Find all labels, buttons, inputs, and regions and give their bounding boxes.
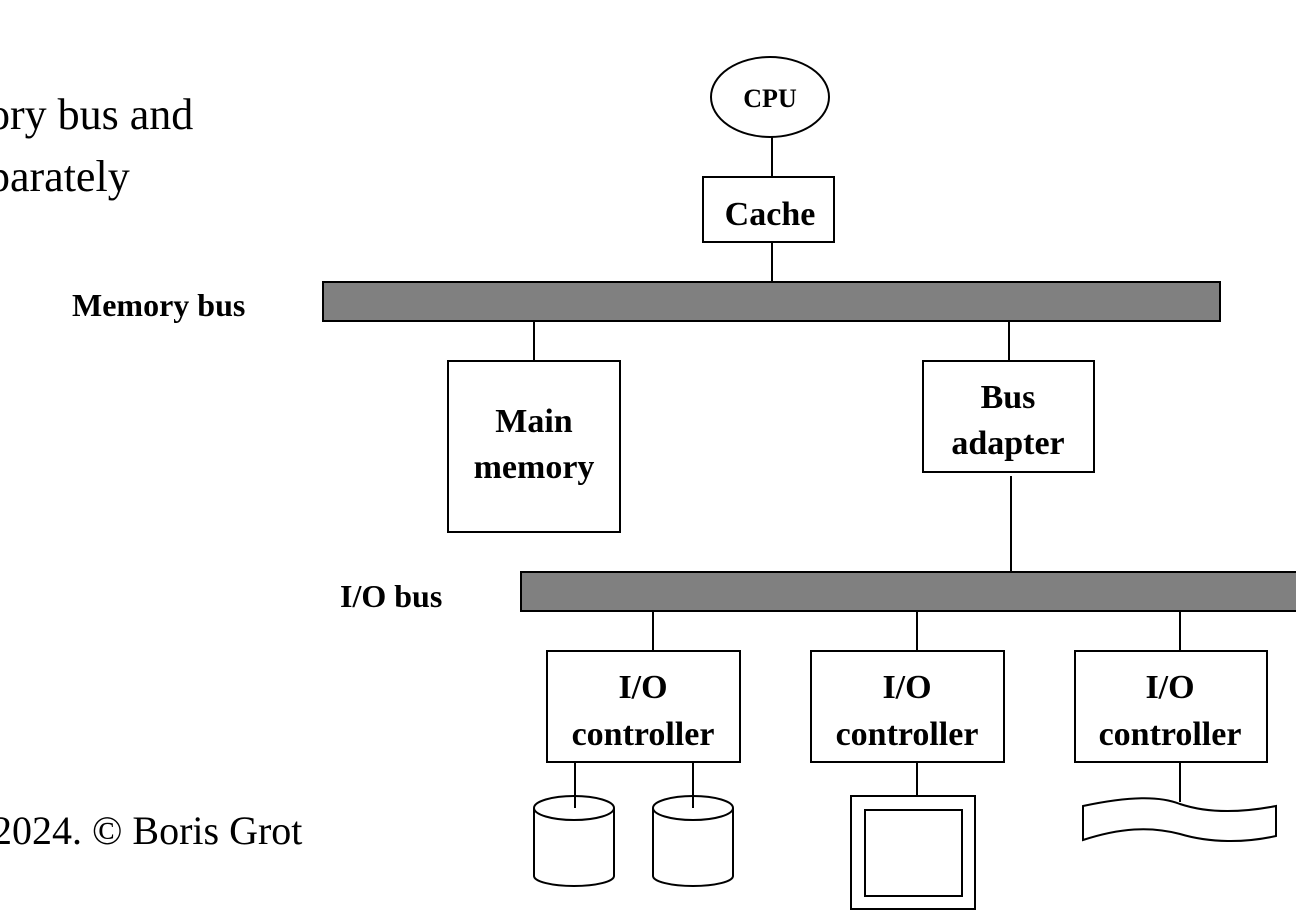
bus-adapter-label-1: Bus [981, 379, 1036, 416]
bus-adapter-label-2: adapter [951, 425, 1064, 462]
io-bus-bar [520, 571, 1296, 612]
io-controller-2-label-1: I/O [882, 669, 931, 706]
cache-node: Cache [702, 176, 835, 243]
io-bus-label: I/O bus [340, 578, 442, 614]
memory-bus-bar [322, 281, 1221, 322]
io-controller-3-label-2: controller [1099, 716, 1242, 753]
main-memory-node: Main memory [447, 360, 621, 533]
memory-bus-label: Memory bus [72, 287, 245, 323]
io-controller-3: I/O controller [1074, 650, 1268, 763]
io-controller-1-label-2: controller [572, 716, 715, 753]
io-controller-2: I/O controller [810, 650, 1005, 763]
io-controller-2-label-2: controller [836, 716, 979, 753]
main-memory-label-2: memory [474, 449, 595, 486]
display-icon [850, 795, 976, 910]
cache-label: Cache [725, 196, 816, 233]
disk-icon [533, 795, 615, 887]
network-icon [1082, 797, 1277, 842]
slide-footer: 2024. © Boris Grot [0, 808, 303, 853]
disk-icon [652, 795, 734, 887]
slide-bullet-text: ory bus and parately [0, 84, 193, 208]
io-controller-3-label-1: I/O [1145, 669, 1194, 706]
cpu-node: CPU [710, 56, 830, 138]
cpu-label: CPU [743, 84, 797, 113]
io-controller-1-label-1: I/O [618, 669, 667, 706]
bullet-line-1: ory bus and [0, 90, 194, 139]
bus-adapter-node: Bus adapter [922, 360, 1095, 473]
bullet-line-2: parately [0, 152, 130, 201]
main-memory-label-1: Main [495, 403, 573, 440]
io-controller-1: I/O controller [546, 650, 741, 763]
